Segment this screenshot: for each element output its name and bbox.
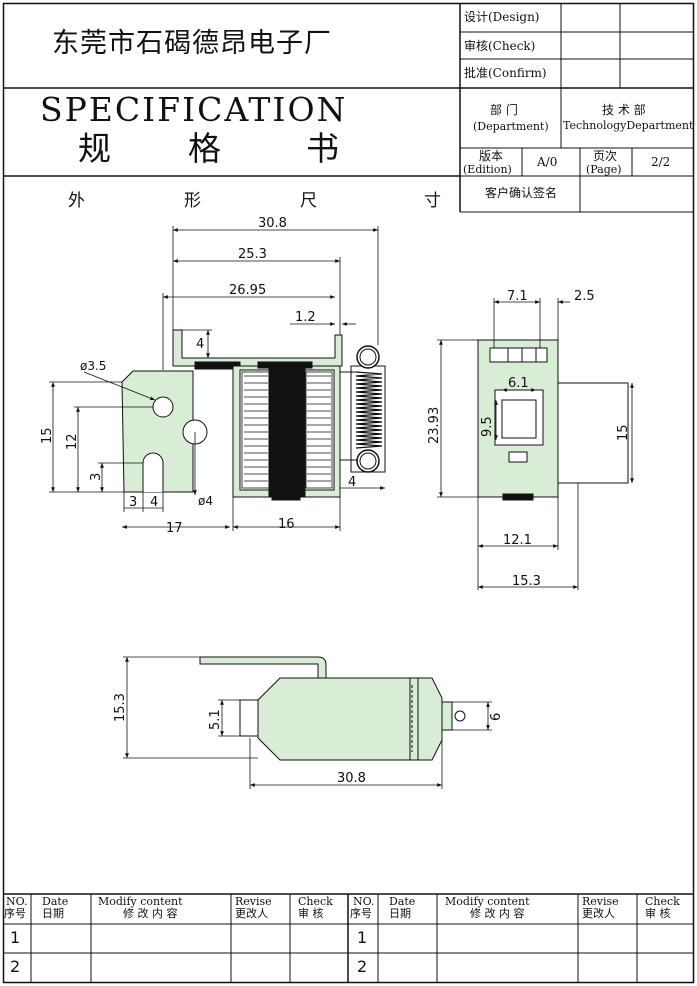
dim-4-spring: 4: [348, 475, 356, 490]
rev-header-revise-en-right: Revise: [582, 895, 619, 908]
coil-hatch-right: [305, 371, 333, 489]
rev-header-no-cn-left: 序号: [4, 907, 26, 920]
dim-26-95: 26.95: [229, 283, 266, 298]
confirm-label: 批准(Confirm): [464, 66, 547, 80]
dim-1-2: 1.2: [295, 310, 316, 325]
dim-phi-4: ø4: [198, 494, 213, 508]
dim-phi-3-5: ø3.5: [80, 359, 106, 373]
spring-coils: [355, 371, 383, 449]
rev-header-revise-en-left: Revise: [235, 895, 272, 908]
rev-row-right-2: 2: [357, 957, 368, 976]
check-label: 审核(Check): [464, 39, 536, 53]
tech-dept-en: TechnologyDepartment: [563, 119, 694, 132]
edition-cn: 版本: [479, 149, 504, 163]
front-view: [121, 329, 386, 501]
rev-header-revise-cn-left: 更改人: [235, 907, 268, 920]
dimension-labels: 30.8 25.3 26.95 1.2 4 ø3.5 15 12 3 3 4 ø…: [40, 216, 631, 786]
dim-30-8-top: 30.8: [258, 216, 287, 231]
dim-9-5: 9.5: [480, 416, 495, 437]
rev-header-modify-en-right: Modify content: [445, 895, 530, 908]
coil-hatch-left: [241, 371, 270, 489]
department-en: (Department): [473, 120, 549, 133]
rev-header-no-en-right: NO.: [353, 895, 375, 908]
outline-char-1: 外: [68, 191, 85, 211]
rev-header-modify-cn-right: 修 改 内 容: [470, 907, 525, 920]
dim-15-3-bottom: 15.3: [113, 693, 128, 722]
company-name: 东莞市石碣德昂电子厂: [52, 28, 332, 59]
rev-row-left-2: 2: [10, 957, 21, 976]
dim-12: 12: [65, 433, 80, 450]
dim-6-1: 6.1: [508, 376, 529, 391]
tech-dept-cn: 技 术 部: [602, 103, 646, 117]
dim-12-1: 12.1: [503, 533, 532, 548]
dim-4-tab: 4: [196, 337, 204, 352]
rev-header-date-en-right: Date: [389, 895, 416, 908]
rev-header-check-cn-right: 审 核: [645, 907, 671, 920]
spec-title: SPECIFICATION: [40, 90, 348, 129]
spec-char-3: 书: [306, 129, 339, 168]
page-value: 2/2: [651, 155, 671, 169]
dim-15-3-side: 15.3: [512, 574, 541, 589]
rev-row-left-1: 1: [10, 928, 21, 947]
design-label: 设计(Design): [464, 10, 540, 24]
dim-6: 6: [489, 713, 504, 721]
dim-3-left: 3: [89, 473, 104, 481]
dim-3-bottom: 3: [129, 495, 137, 510]
outline-char-3: 尺: [300, 191, 317, 211]
spec-char-2: 格: [188, 129, 221, 168]
spec-char-1: 规: [78, 129, 111, 168]
page-en: (Page): [586, 163, 622, 176]
bottom-view: [199, 656, 466, 761]
dim-5-1: 5.1: [208, 709, 223, 730]
outline-char-4: 寸: [424, 191, 441, 211]
dim-7-1: 7.1: [507, 289, 528, 304]
bottom-dimensions: [123, 656, 492, 789]
dim-17: 17: [166, 521, 183, 536]
rev-header-check-cn-left: 审 核: [298, 907, 324, 920]
rev-header-modify-cn-left: 修 改 内 容: [123, 907, 178, 920]
edition-value: A/0: [537, 155, 558, 169]
rev-header-date-cn-right: 日期: [389, 907, 411, 920]
dim-2-5: 2.5: [574, 289, 595, 304]
rev-header-revise-cn-right: 更改人: [582, 907, 615, 920]
dim-23-93: 23.93: [427, 407, 442, 444]
side-dimensions: [437, 298, 634, 590]
rev-header-no-en-left: NO.: [6, 895, 28, 908]
department-cn: 部 门: [490, 103, 518, 117]
dim-25-3: 25.3: [238, 247, 267, 262]
rev-row-right-1: 1: [357, 928, 368, 947]
dim-16: 16: [278, 517, 295, 532]
outline-char-2: 形: [184, 191, 201, 211]
rev-header-date-en-left: Date: [42, 895, 69, 908]
dim-4-bottom: 4: [150, 495, 158, 510]
rev-header-date-cn-left: 日期: [42, 907, 64, 920]
rev-header-check-en-left: Check: [298, 895, 333, 908]
spring-coil-path: [355, 371, 383, 449]
dim-30-8-bottom: 30.8: [337, 771, 366, 786]
edition-en: (Edition): [463, 163, 512, 176]
dim-15-side: 15: [616, 424, 631, 441]
dim-15-left: 15: [40, 427, 55, 444]
customer-sign-label: 客户确认签名: [485, 186, 558, 200]
front-dimensions: [49, 226, 385, 531]
rev-header-no-cn-right: 序号: [350, 907, 372, 920]
side-view: [477, 339, 629, 501]
rev-header-modify-en-left: Modify content: [98, 895, 183, 908]
rev-header-check-en-right: Check: [645, 895, 680, 908]
page-cn: 页次: [593, 149, 618, 163]
